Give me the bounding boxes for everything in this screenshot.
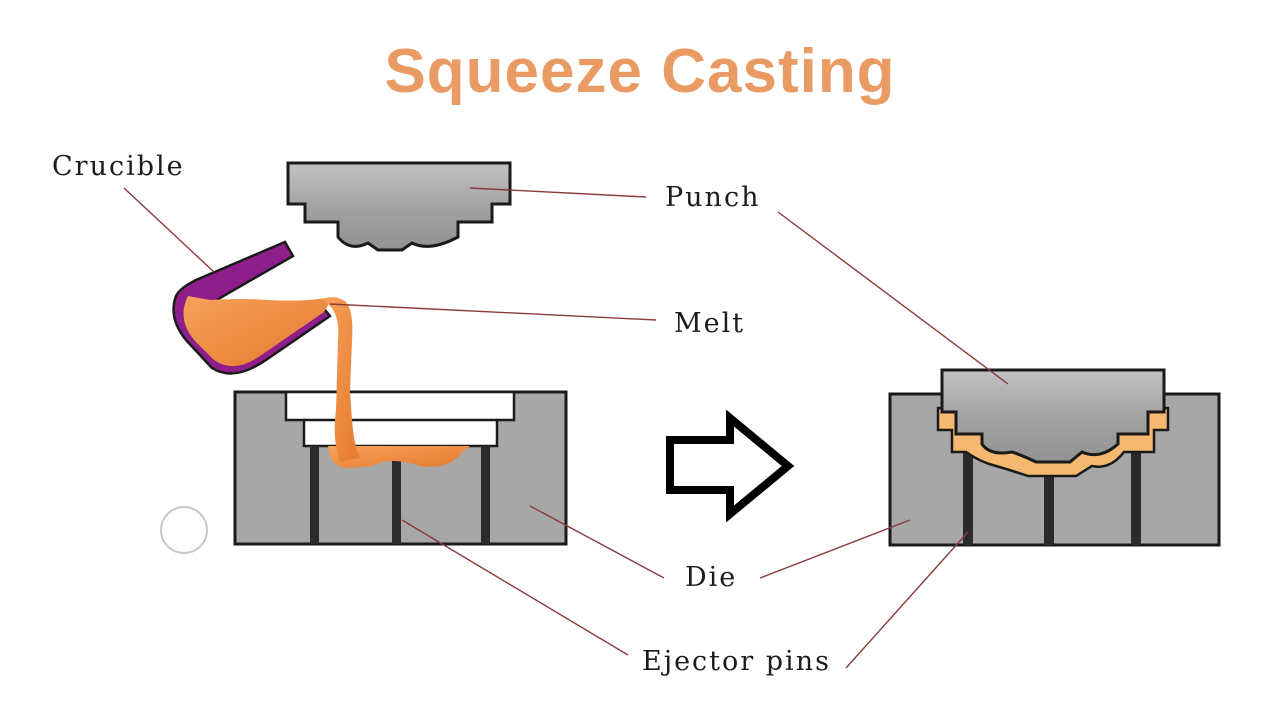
label-punch: Punch	[665, 182, 760, 213]
ejector-pin	[392, 446, 401, 544]
label-die: Die	[685, 562, 737, 593]
label-crucible: Crucible	[52, 151, 185, 182]
ejector-pin	[1044, 468, 1054, 545]
ejector-pin	[963, 448, 973, 545]
leader-lines	[123, 187, 1009, 669]
left-assembly	[172, 161, 568, 546]
melt-stream	[322, 297, 360, 462]
ejector-pin	[481, 446, 490, 544]
circle-marker	[160, 506, 208, 554]
label-melt: Melt	[674, 308, 745, 339]
process-arrow-icon	[666, 409, 795, 523]
diagram-title: Squeeze Casting	[384, 37, 895, 106]
right-assembly	[888, 368, 1221, 547]
melt-pool	[328, 446, 470, 469]
punch-left	[286, 161, 512, 252]
ejector-pin	[310, 446, 319, 544]
label-ejector-pins: Ejector pins	[642, 646, 831, 677]
ejector-pin	[1131, 448, 1141, 545]
punch-right	[940, 368, 1166, 464]
melt-in-crucible	[183, 296, 330, 367]
